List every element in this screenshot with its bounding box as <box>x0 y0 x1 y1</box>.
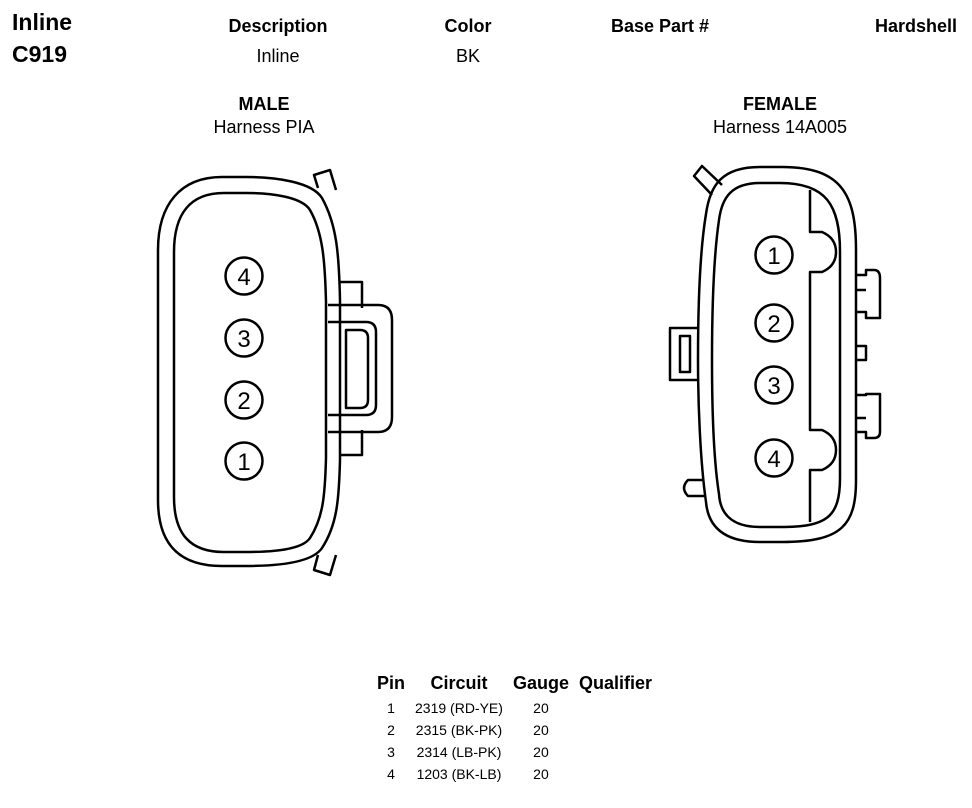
gauge-cell: 20 <box>533 700 549 716</box>
female-pin-1-circle <box>754 235 794 275</box>
table-row: 3 2314 (LB-PK) 20 <box>372 742 657 764</box>
circuit-cell: 2319 (RD-YE) <box>415 700 503 716</box>
connector-id: C919 <box>12 41 67 67</box>
gauge-column-header: Gauge <box>512 673 569 693</box>
male-pin-label: 2 <box>237 388 250 415</box>
male-pin-label: 1 <box>237 449 250 476</box>
female-pin-label: 3 <box>767 373 780 400</box>
circuit-cell: 2315 (BK-PK) <box>415 722 503 738</box>
table-row: 4 1203 (BK-LB) 20 <box>372 764 657 786</box>
female-pin-3-circle <box>754 365 794 405</box>
male-pin-1-circle <box>224 441 264 481</box>
color-header: Color <box>444 16 492 36</box>
pin-cell: 4 <box>387 766 395 782</box>
pin-column-header: Pin <box>377 673 406 693</box>
female-pin-label: 1 <box>767 243 780 270</box>
qualifier-column-header: Qualifier <box>578 673 652 693</box>
female-pin-4-circle <box>754 438 794 478</box>
female-title: FEMALE <box>743 94 817 114</box>
female-pin-2-circle <box>754 303 794 343</box>
female-pin-label: 2 <box>767 311 780 338</box>
pin-cell: 1 <box>387 700 395 716</box>
color-value: BK <box>455 46 480 66</box>
male-pin-2-circle <box>224 380 264 420</box>
description-header: Description <box>228 16 328 36</box>
male-connector-drawing <box>156 168 394 577</box>
female-harness: Harness 14A005 <box>712 117 848 137</box>
qualifier-cell <box>574 698 657 720</box>
male-pin-3-circle <box>224 318 264 358</box>
female-connector-drawing <box>668 164 882 544</box>
gauge-cell: 20 <box>533 744 549 760</box>
qualifier-cell <box>574 720 657 742</box>
female-pin-label: 4 <box>767 446 780 473</box>
connector-type: Inline <box>12 9 73 35</box>
gauge-cell: 20 <box>533 766 549 782</box>
qualifier-cell <box>574 742 657 764</box>
hardshell-header: Hardshell <box>874 16 958 36</box>
base-part-header: Base Part # <box>610 16 710 36</box>
pin-cell: 2 <box>387 722 395 738</box>
male-pin-label: 4 <box>237 264 250 291</box>
male-pin-4-circle <box>224 256 264 296</box>
pin-table-header: Pin Circuit Gauge Qualifier <box>372 673 657 698</box>
circuit-column-header: Circuit <box>430 673 488 693</box>
male-harness: Harness PIA <box>213 117 315 137</box>
gauge-cell: 20 <box>533 722 549 738</box>
pin-table: Pin Circuit Gauge Qualifier 1 2319 (RD-Y… <box>372 673 657 786</box>
circuit-cell: 2314 (LB-PK) <box>416 744 502 760</box>
table-row: 2 2315 (BK-PK) 20 <box>372 720 657 742</box>
circuit-cell: 1203 (BK-LB) <box>416 766 502 782</box>
male-title: MALE <box>238 94 290 114</box>
pin-cell: 3 <box>387 744 395 760</box>
qualifier-cell <box>574 764 657 786</box>
table-row: 1 2319 (RD-YE) 20 <box>372 698 657 720</box>
description-value: Inline <box>256 46 300 66</box>
male-pin-label: 3 <box>237 326 250 353</box>
